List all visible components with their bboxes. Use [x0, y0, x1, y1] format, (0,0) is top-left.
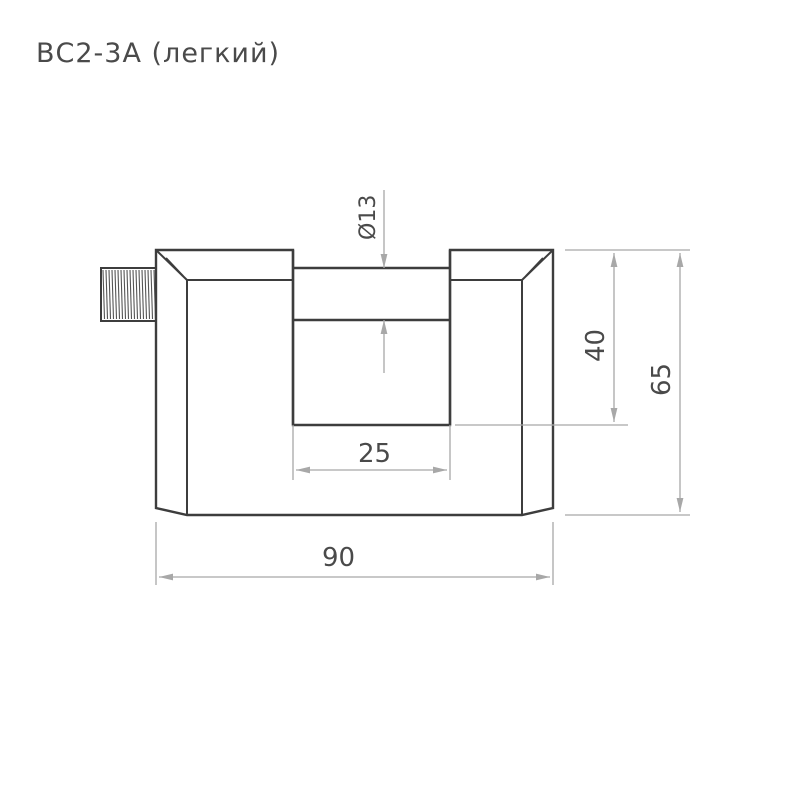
dimension-label-height-shackle: 40 — [581, 329, 611, 362]
lock-body-bevel — [155, 249, 554, 515]
thread-line — [120, 269, 124, 320]
thread-line — [132, 269, 136, 320]
thread-lines — [102, 269, 157, 320]
thread-line — [123, 269, 127, 320]
thread-line — [102, 269, 106, 320]
dimension-label-diameter: Ø13 — [356, 195, 381, 240]
thread-line — [126, 269, 130, 320]
thread-line — [105, 269, 109, 320]
thread-line — [141, 269, 145, 320]
thread-line — [111, 269, 115, 320]
shackle — [291, 250, 452, 425]
thread-line — [108, 269, 112, 320]
dimension-shackle-diameter: Ø13 — [356, 190, 388, 373]
thread-line — [138, 269, 142, 320]
drawing-title: ВС2-3А (легкий) — [36, 38, 280, 69]
dimension-width-total: 90 — [155, 522, 554, 585]
dimension-label-height-total: 65 — [647, 363, 677, 396]
dimension-shackle-height: 40 — [455, 249, 690, 426]
thread-line — [135, 269, 139, 320]
thread-stub — [100, 267, 157, 322]
dimension-label-width: 90 — [322, 543, 355, 573]
thread-line — [129, 269, 133, 320]
thread-line — [144, 269, 148, 320]
thread-line — [117, 269, 121, 320]
dimension-label-gap: 25 — [358, 439, 391, 469]
dimension-shackle-gap: 25 — [292, 425, 451, 480]
dimension-height-total: 65 — [565, 253, 690, 516]
lock-body-outline — [154, 248, 555, 517]
thread-line — [150, 269, 154, 320]
thread-line — [114, 269, 118, 320]
thread-line — [147, 269, 151, 320]
